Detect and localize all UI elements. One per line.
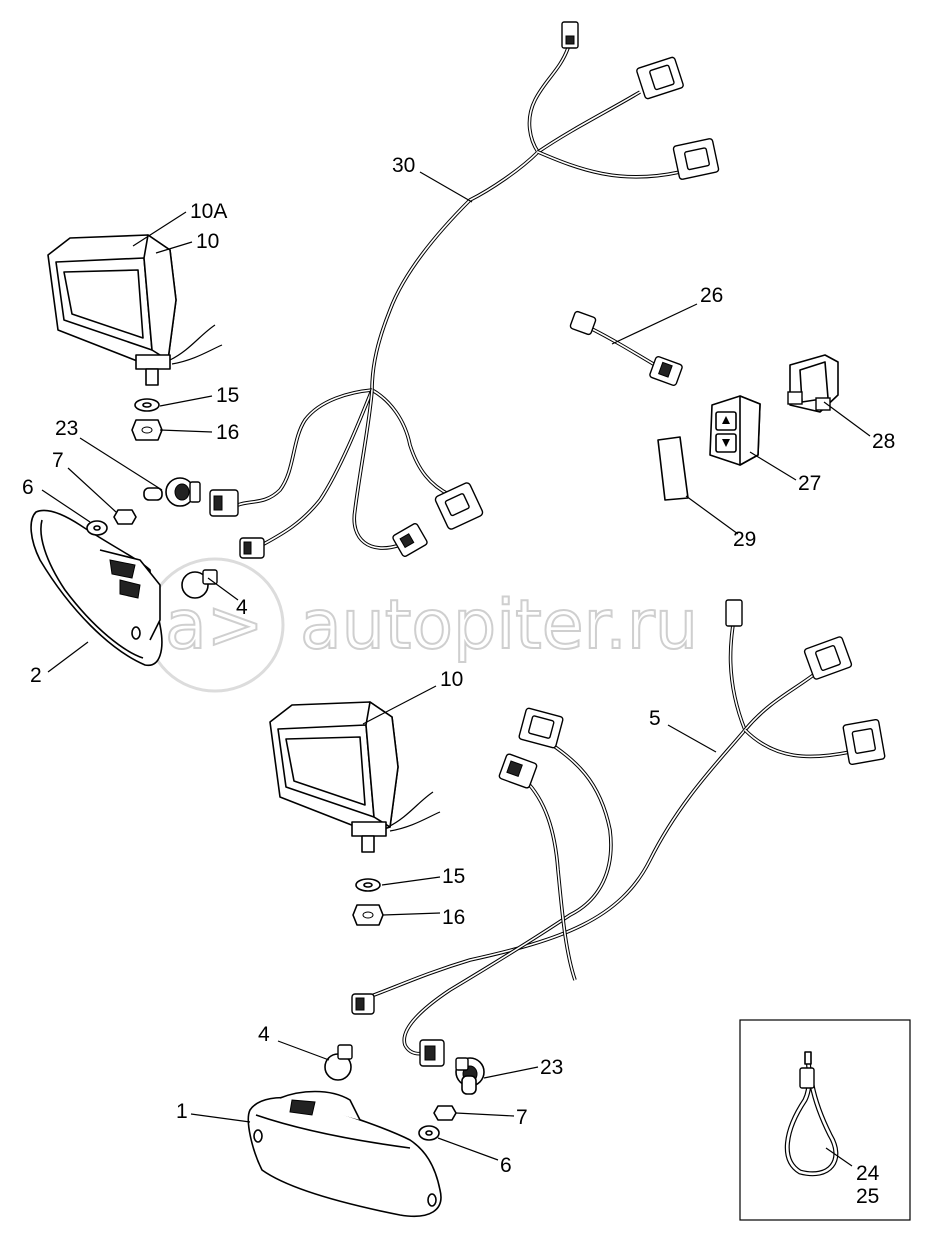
harness-5-connector-a <box>518 707 564 749</box>
callout-16-bottom: 16 <box>442 906 465 929</box>
jumper-wire-26 <box>569 310 683 386</box>
wire-harness-5 <box>351 599 886 1067</box>
harness-30-connector-d <box>392 523 428 557</box>
fog-lamp-2 <box>30 509 163 666</box>
callout-4-bottom: 4 <box>258 1023 270 1046</box>
callout-23-top: 23 <box>55 417 78 440</box>
callout-7-top: 7 <box>52 449 64 472</box>
callout-15-bottom: 15 <box>442 865 465 888</box>
nut-7-top <box>113 509 137 525</box>
watermark-text: autopiter.ru <box>300 586 698 665</box>
harness-30-connector-right-2 <box>672 138 720 180</box>
callout-15-top: 15 <box>216 384 239 407</box>
harness-5-connector-right-2 <box>842 718 886 766</box>
cable-tie-inset <box>739 1019 911 1221</box>
callout-27: 27 <box>798 472 821 495</box>
fog-lamp-1 <box>247 1090 442 1217</box>
harness-5-connector-b <box>498 753 538 789</box>
callout-10a: 10A <box>190 200 227 223</box>
callout-5: 5 <box>649 707 661 730</box>
callout-labels: 10A 10 15 16 23 7 6 4 2 30 26 28 27 29 5… <box>22 154 895 1208</box>
work-lamp-10-top <box>47 234 223 386</box>
callout-29: 29 <box>733 528 756 551</box>
bulb-4-top <box>181 569 218 599</box>
callout-26: 26 <box>700 284 723 307</box>
harness-30-connector-a <box>209 489 239 517</box>
work-lamp-10-bottom <box>269 701 441 853</box>
callout-10-bottom: 10 <box>440 668 463 691</box>
callout-4-top: 4 <box>236 596 248 619</box>
wire-harness-30 <box>209 21 720 559</box>
nut-16-bottom <box>352 904 384 926</box>
callout-28: 28 <box>872 430 895 453</box>
watermark: a> autopiter.ru <box>145 557 699 693</box>
callout-24: 24 <box>856 1162 880 1185</box>
washer-15-bottom <box>355 878 381 892</box>
callout-23-bottom: 23 <box>540 1056 563 1079</box>
harness-30-connector-right-1 <box>636 56 684 100</box>
cable-tie-24-25 <box>784 1051 839 1177</box>
washer-6-bottom <box>418 1125 440 1141</box>
callout-30: 30 <box>392 154 415 177</box>
callout-6-bottom: 6 <box>500 1154 512 1177</box>
switch-bracket-28 <box>787 354 839 413</box>
callout-2: 2 <box>30 664 42 687</box>
bulb-4-bottom <box>324 1044 353 1081</box>
harness-30-connector-c <box>434 482 484 530</box>
harness-5-connector-d <box>419 1039 445 1067</box>
bulb-socket-23-bottom <box>455 1057 485 1095</box>
callout-7-bottom: 7 <box>516 1106 528 1129</box>
harness-5-connector-right-1 <box>803 636 853 680</box>
watermark-logo-text: a> <box>165 586 264 665</box>
nut-7-bottom <box>433 1105 457 1121</box>
callout-25: 25 <box>856 1185 879 1208</box>
harness-5-connector-top <box>725 599 743 627</box>
inset-frame <box>739 1019 911 1221</box>
blank-plate-29 <box>657 436 689 501</box>
callout-1: 1 <box>176 1100 188 1123</box>
callout-10-top: 10 <box>196 230 219 253</box>
callout-16-top: 16 <box>216 421 239 444</box>
washer-6-top <box>86 520 108 536</box>
nut-16-top <box>131 419 163 441</box>
switch-27 <box>709 395 761 466</box>
leader-lines <box>41 171 871 1167</box>
washer-15-top <box>134 398 160 412</box>
harness-30-connector-b <box>239 537 265 559</box>
callout-6-top: 6 <box>22 476 34 499</box>
harness-5-connector-c <box>351 993 375 1015</box>
bulb-socket-23-top <box>143 477 201 507</box>
